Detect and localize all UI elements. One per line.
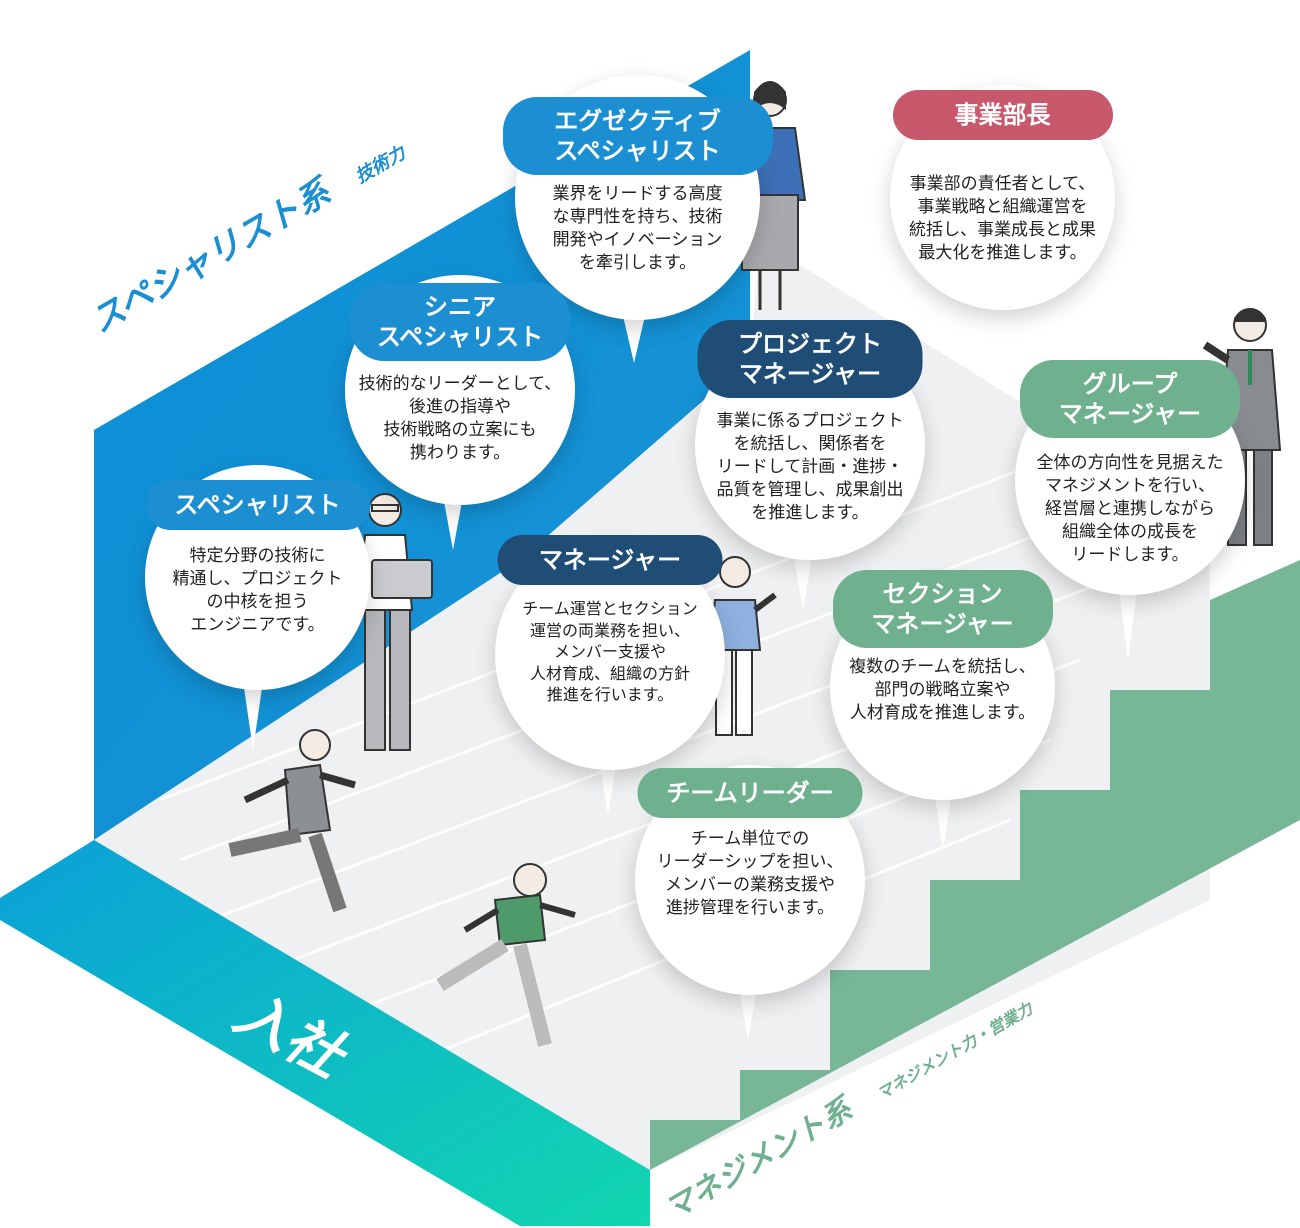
role-description: 事業に係るプロジェクト を統括し、関係者を リードして計画・進捗・ 品質を管理し… xyxy=(716,411,904,523)
role-title-pill: セクション マネージャー xyxy=(832,570,1053,648)
role-title: 事業部長 xyxy=(954,101,1051,129)
role-title: シニア スペシャリスト xyxy=(376,293,544,351)
role-division-head: 事業部長 事業部の責任者として、 事業戦略と組織運営を 統括し、事業成長と成果 … xyxy=(890,85,1115,315)
role-title: エグゼクティブ スペシャリスト xyxy=(554,107,721,165)
entry-floor xyxy=(0,840,650,1226)
role-senior-specialist: シニア スペシャリスト 技術的なリーダーとして、 後進の指導や 技術戦略の立案に… xyxy=(345,275,575,550)
role-description: 複数のチームを統括し、 部門の戦略立案や 人材育成を推進します。 xyxy=(849,657,1036,723)
role-title-pill: スペシャリスト xyxy=(145,480,370,530)
role-title: チームリーダー xyxy=(666,779,834,807)
role-title-pill: 事業部長 xyxy=(892,90,1113,140)
role-title: プロジェクト マネージャー xyxy=(738,330,882,388)
role-title-pill: シニア スペシャリスト xyxy=(350,283,570,361)
role-title-pill: プロジェクト マネージャー xyxy=(697,320,923,398)
management-stairs xyxy=(650,560,1300,1170)
role-manager: マネージャー チーム運営とセクション 運営の両業務を担い、 メンバー支援や 人材… xyxy=(495,530,725,815)
role-title-pill: チームリーダー xyxy=(637,768,863,818)
role-description: チーム運営とセクション 運営の両業務を担い、 メンバー支援や 人材育成、組織の方… xyxy=(522,599,698,705)
role-group-manager: グループ マネージャー 全体の方向性を見据えた マネジメントを行い、 経営層と連… xyxy=(1015,360,1245,660)
role-title-pill: マネージャー xyxy=(497,535,723,585)
role-description: チーム単位での リーダーシップを担い、 メンバーの業務支援や 進捗管理を行います… xyxy=(656,829,844,918)
role-title: スペシャリスト xyxy=(174,491,341,519)
role-section-manager: セクション マネージャー 複数のチームを統括し、 部門の戦略立案や 人材育成を推… xyxy=(830,570,1055,850)
running-man-icon xyxy=(228,729,356,913)
role-description: 全体の方向性を見据えた マネジメントを行い、 経営層と連携しながら 組織全体の成… xyxy=(1036,453,1224,565)
role-project-manager: プロジェクト マネージャー 事業に係るプロジェクト を統括し、関係者を リードし… xyxy=(695,320,925,610)
role-title-pill: グループ マネージャー xyxy=(1020,360,1240,438)
role-description: 特定分野の技術に 精通し、プロジェクト の中核を担う エンジニアです。 xyxy=(172,546,343,635)
role-title: セクション マネージャー xyxy=(871,580,1014,638)
role-description: 事業部の責任者として、 事業戦略と組織運営を 統括し、事業成長と成果 最大化を推… xyxy=(909,174,1096,263)
running-woman-icon xyxy=(436,863,576,1047)
role-specialist: スペシャリスト 特定分野の技術に 精通し、プロジェクト の中核を担う エンジニア… xyxy=(145,455,370,755)
role-description: 業界をリードする高度 な専門性を持ち、技術 開発やイノベーション を牽引します。 xyxy=(552,184,723,273)
role-title-pill: エグゼクティブ スペシャリスト xyxy=(502,97,773,175)
role-team-leader: チームリーダー チーム単位での リーダーシップを担い、 メンバーの業務支援や 進… xyxy=(635,760,865,1040)
role-description: 技術的なリーダーとして、 後進の指導や 技術戦略の立案にも 携わります。 xyxy=(358,374,562,463)
role-title: グループ マネージャー xyxy=(1058,370,1202,428)
role-executive-specialist: エグゼクティブ スペシャリスト 業界をリードする高度 な専門性を持ち、技術 開発… xyxy=(502,75,773,363)
role-title: マネージャー xyxy=(538,546,682,574)
specialist-person-icon xyxy=(356,493,433,751)
